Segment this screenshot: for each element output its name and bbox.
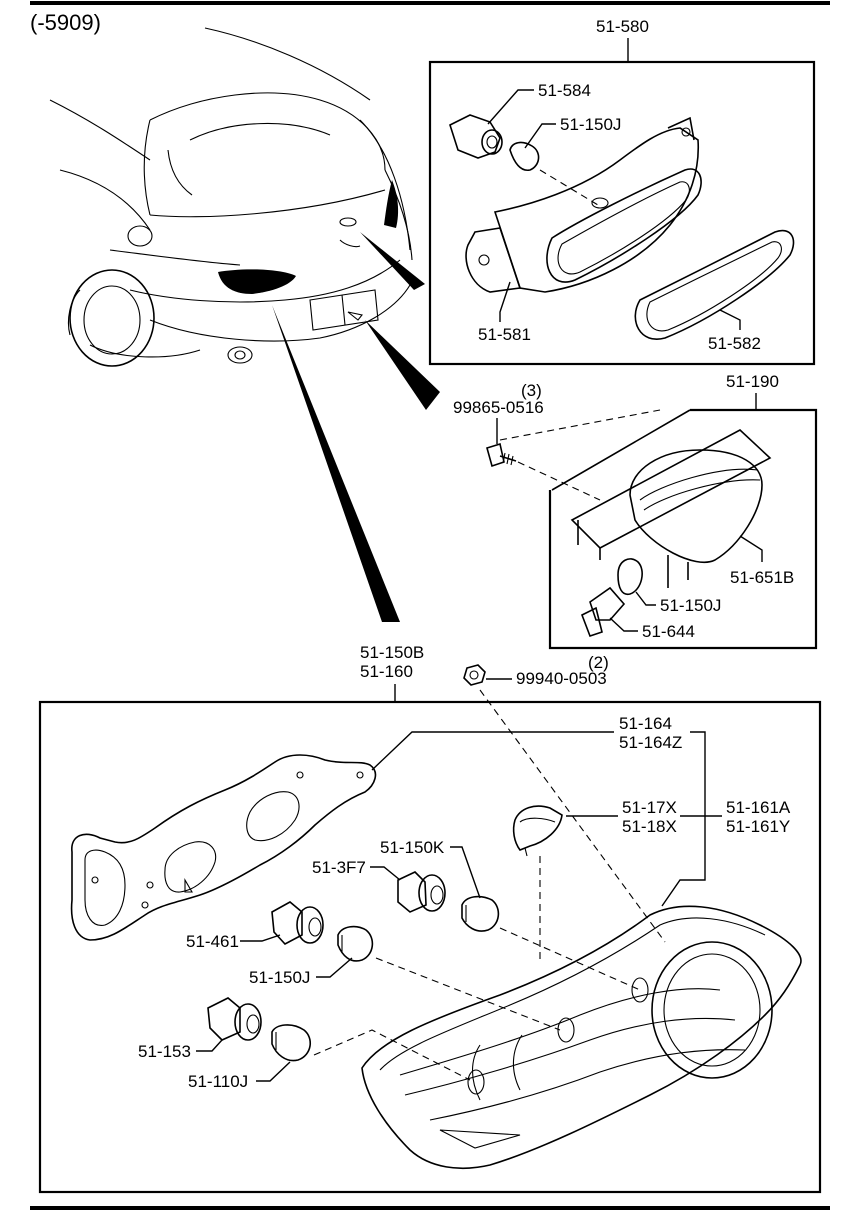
part-label-51-651B: 51-651B [730, 568, 794, 587]
part-label-51-153: 51-153 [138, 1042, 191, 1061]
part-qty-99940-0503: (2) [588, 653, 609, 672]
license-lamp-box [548, 408, 818, 650]
side-lamp-highlight [384, 180, 399, 228]
part-label-51-164: 51-164 [619, 714, 672, 733]
rear-combination-lamp-box [38, 700, 822, 1194]
part-label-99940-0503: 99940-0503 [516, 669, 607, 688]
group-label-51-580: 51-580 [596, 17, 649, 36]
license-lamp-assembly [551, 409, 772, 638]
group-label-51-150B: 51-150B [360, 643, 424, 662]
bulb-110j [271, 1024, 311, 1062]
rear-combination-lamp-body [361, 905, 802, 1170]
serial-range-label: (-5909) [30, 10, 101, 35]
part-label-51-461: 51-461 [186, 932, 239, 951]
part-label-51-17X: 51-17X [622, 798, 677, 817]
pointer-to-license [365, 320, 440, 410]
screw [486, 442, 517, 468]
nut [463, 664, 486, 686]
pointer-to-hmsl [360, 232, 425, 290]
car-rear-illustration [49, 27, 440, 622]
part-label-99865-0516: 99865-0516 [453, 398, 544, 417]
socket-3f7 [397, 871, 446, 913]
group-label-51-190: 51-190 [726, 372, 779, 391]
part-label-51-150J-rear: 51-150J [249, 968, 310, 987]
gasket [70, 754, 377, 941]
group-label-51-160: 51-160 [360, 662, 413, 681]
pointer-to-rear-lamp [272, 305, 400, 622]
part-label-51-644: 51-644 [642, 622, 695, 641]
socket-461 [271, 901, 324, 945]
part-label-51-161Y: 51-161Y [726, 817, 790, 836]
part-label-51-110J: 51-110J [188, 1072, 248, 1091]
tail-lamp-highlight [218, 269, 296, 294]
bulb-150k [461, 895, 500, 932]
part-label-51-164Z: 51-164Z [619, 733, 682, 752]
part-label-51-582: 51-582 [708, 334, 761, 353]
part-label-51-150K: 51-150K [380, 838, 445, 857]
part-label-51-584: 51-584 [538, 81, 591, 100]
hmsl-box [428, 60, 816, 366]
side-reflector [512, 805, 563, 857]
part-qty-99865-0516: (3) [521, 381, 542, 400]
part-label-51-581: 51-581 [478, 325, 531, 344]
part-label-51-161A: 51-161A [726, 798, 791, 817]
part-label-51-150J-license: 51-150J [660, 596, 721, 615]
part-label-51-3F7: 51-3F7 [312, 858, 366, 877]
socket-153 [207, 997, 262, 1041]
part-label-51-150J-hmsl: 51-150J [560, 115, 621, 134]
part-label-51-18X: 51-18X [622, 817, 677, 836]
hmsl-assembly [449, 114, 795, 340]
bulb-150j [337, 925, 374, 962]
